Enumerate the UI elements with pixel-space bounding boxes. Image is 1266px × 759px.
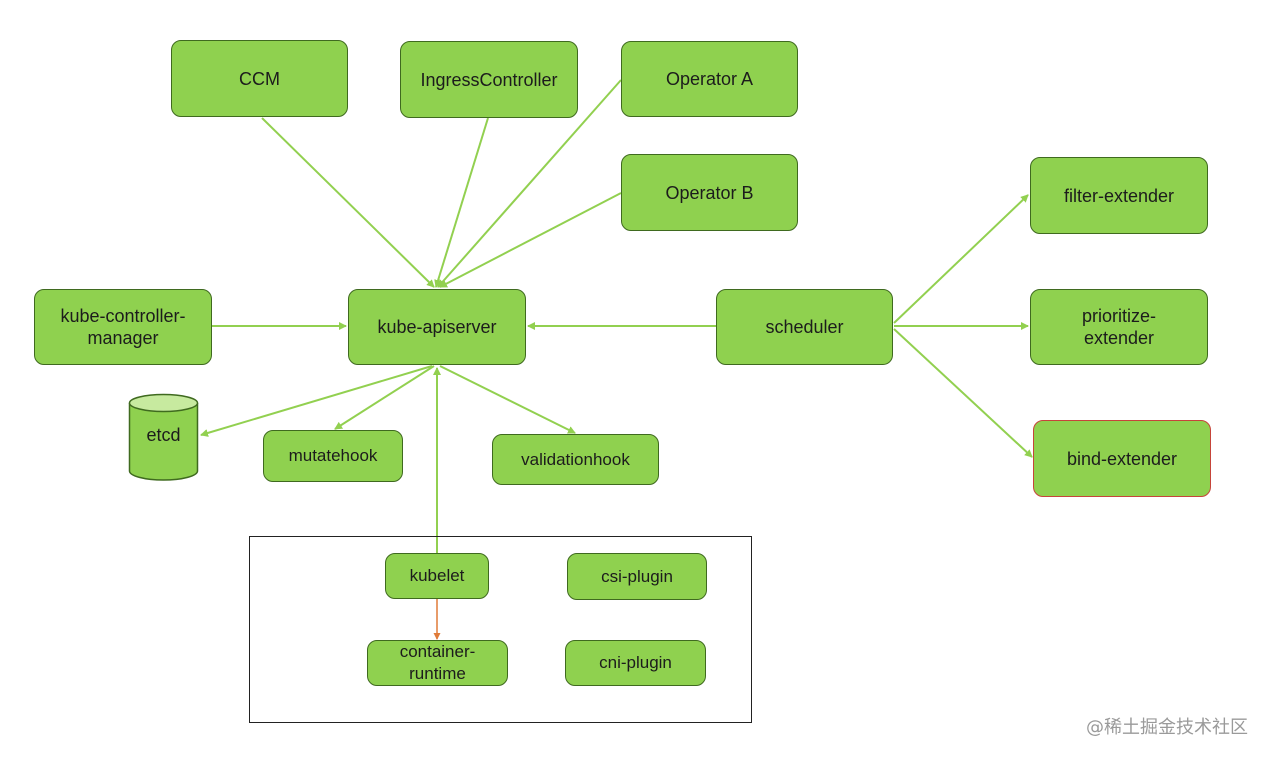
ccm-node: CCM: [171, 40, 348, 117]
prioritize-extender-node: prioritize- extender: [1030, 289, 1208, 365]
bind-extender-node: bind-extender: [1033, 420, 1211, 497]
etcd-cylinder-icon: [128, 393, 199, 481]
kube-controller-manager-node: kube-controller- manager: [34, 289, 212, 365]
edge-ccm-apiserver: [261, 117, 435, 288]
scheduler-node: scheduler: [716, 289, 893, 365]
operator-a-node: Operator A: [621, 41, 798, 117]
edge-operator-b-apiserver: [439, 192, 622, 288]
kubelet-node: kubelet: [385, 553, 489, 599]
cni-plugin-node: cni-plugin: [565, 640, 706, 686]
edge-apiserver-etcd: [200, 365, 433, 437]
edge-apiserver-validationhook: [439, 365, 576, 434]
operator-b-node: Operator B: [621, 154, 798, 231]
edge-scheduler-filter: [893, 194, 1029, 324]
edge-ingress-apiserver: [434, 117, 489, 288]
container-runtime-node: container- runtime: [367, 640, 508, 686]
validationhook-node: validationhook: [492, 434, 659, 485]
etcd-label: etcd: [146, 425, 181, 445]
csi-plugin-node: csi-plugin: [567, 553, 707, 600]
kube-apiserver-node: kube-apiserver: [348, 289, 526, 365]
node-group-box: [249, 536, 752, 723]
edge-apiserver-mutatehook: [334, 365, 435, 430]
edge-operator-a-apiserver: [437, 79, 622, 288]
watermark: @稀土掘金技术社区: [1086, 717, 1248, 738]
edge-scheduler-bind: [893, 328, 1033, 458]
filter-extender-node: filter-extender: [1030, 157, 1208, 234]
ingress-controller-node: IngressController: [400, 41, 578, 118]
mutatehook-node: mutatehook: [263, 430, 403, 482]
